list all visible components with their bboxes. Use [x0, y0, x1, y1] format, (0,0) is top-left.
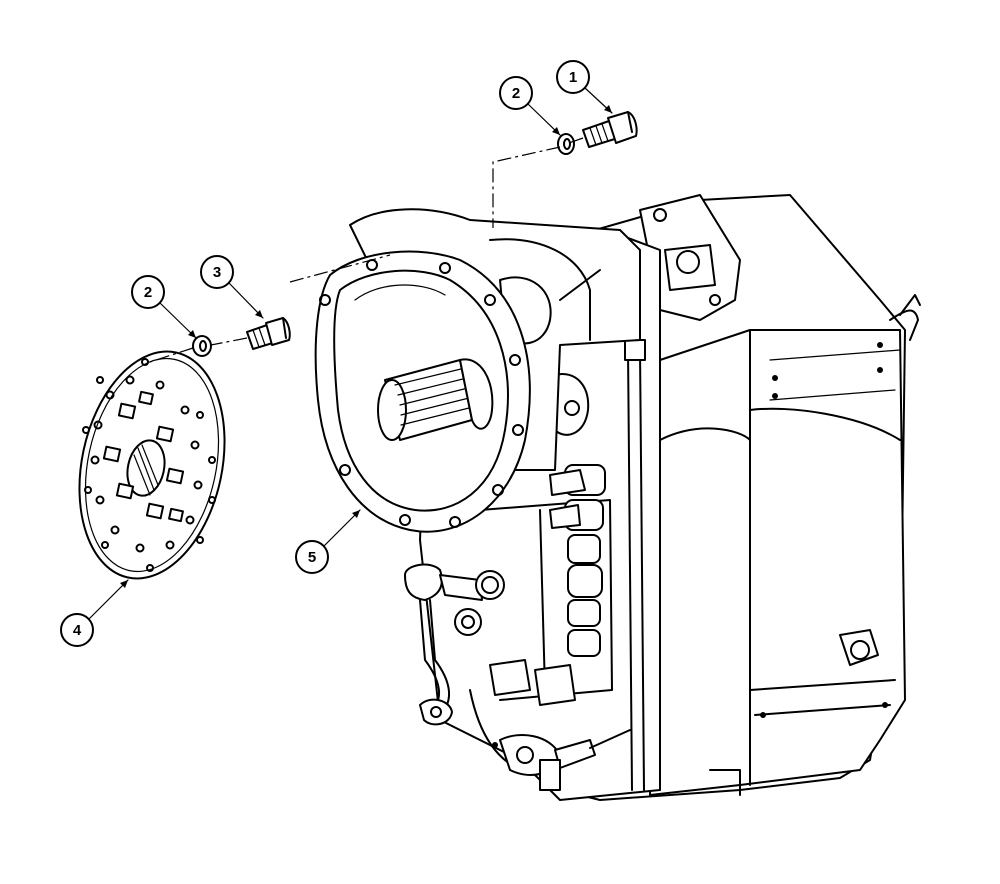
- callout-2-top: 2: [499, 76, 561, 136]
- bolt-part-3: [246, 317, 291, 350]
- callout-4-label: 4: [73, 622, 82, 639]
- drive-plate-part-4: [78, 350, 226, 580]
- callout-2-bottom-label: 2: [144, 284, 152, 301]
- callout-3: 3: [200, 255, 264, 319]
- callout-5-label: 5: [308, 549, 316, 566]
- alignment-lines: [149, 137, 584, 363]
- transmission-housing: [314, 194, 921, 801]
- callout-1-label: 1: [569, 69, 577, 86]
- callout-3-label: 3: [213, 264, 221, 281]
- bolt-part-1: [582, 111, 638, 148]
- washer-part-2-bottom: [192, 335, 212, 357]
- callout-2-bottom: 2: [131, 275, 197, 339]
- callout-1: 1: [556, 60, 613, 114]
- callout-2-top-label: 2: [512, 85, 520, 102]
- callout-4: 4: [60, 579, 129, 647]
- callout-5: 5: [295, 509, 361, 574]
